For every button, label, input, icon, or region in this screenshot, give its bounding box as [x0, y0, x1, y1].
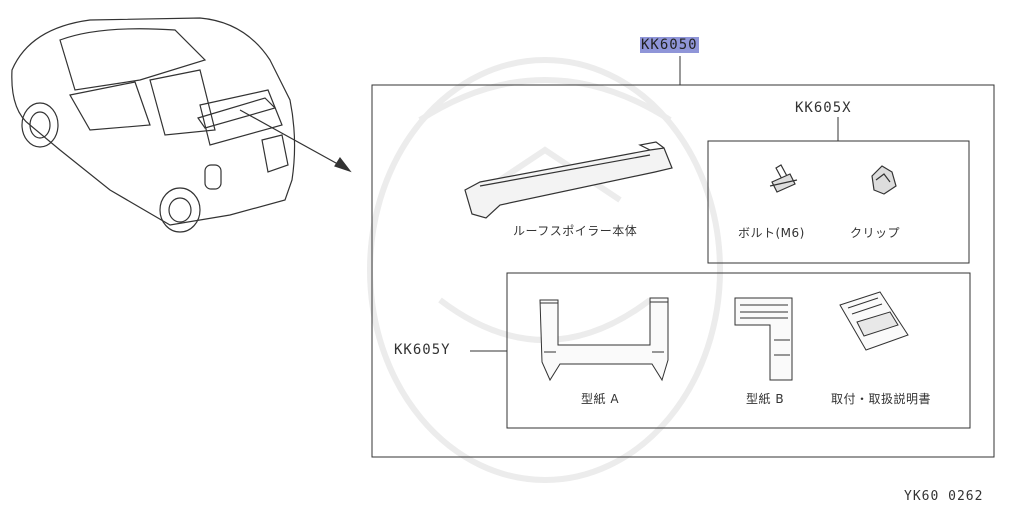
car-illustration	[11, 17, 296, 233]
template-b-label: 型紙 B	[746, 392, 785, 406]
template-b-drawing	[734, 297, 793, 381]
template-a-drawing	[539, 297, 669, 382]
diagram-id: YK60 0262	[904, 489, 984, 504]
manual-label: 取付・取扱説明書	[831, 392, 932, 406]
pointer-arrow	[239, 109, 352, 173]
part-code-label: KK6050	[640, 37, 699, 53]
main-frame	[371, 84, 995, 458]
bolt-label: ボルト(M6)	[738, 226, 805, 240]
bolt-icon	[769, 164, 798, 193]
manual-icon	[839, 291, 909, 351]
template-a-label: 型紙 A	[581, 392, 620, 406]
clip-icon	[871, 165, 897, 195]
clip-label: クリップ	[850, 226, 901, 240]
template-kit-code: KK605Y	[394, 342, 451, 358]
part-code-highlight: KK6050	[640, 37, 699, 53]
hardware-kit-frame	[707, 140, 970, 264]
spoiler-label: ルーフスポイラー本体	[513, 224, 638, 238]
watermark-emblem	[367, 57, 723, 483]
roof-spoiler-drawing	[464, 141, 673, 219]
hardware-kit-code: KK605X	[795, 100, 852, 116]
